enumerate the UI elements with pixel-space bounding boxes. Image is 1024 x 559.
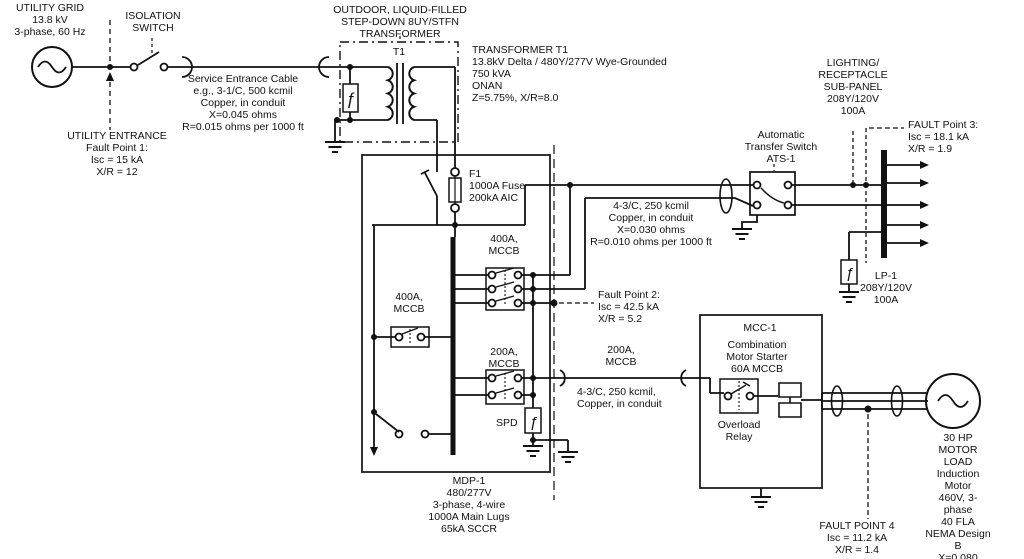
- motor-starter-breaker: [719, 378, 778, 414]
- motor-icon: [925, 373, 981, 429]
- t1-tag-label: T1: [392, 46, 406, 58]
- spd-icon: ƒ: [524, 407, 569, 452]
- mccb-400-top-label: 400A, MCCB: [488, 233, 520, 257]
- cable-marker: [181, 56, 193, 78]
- breaker-200a-2pole: [455, 369, 533, 405]
- fault-point-1-marker: [106, 20, 114, 130]
- fault-point-4-label: FAULT POINT 4 Isc = 11.2 kA X/R = 1.4: [819, 520, 895, 556]
- transformer-title-label: OUTDOOR, LIQUID-FILLED STEP-DOWN 8UY/STF…: [333, 4, 467, 40]
- motor-branch-wires: [821, 385, 928, 417]
- subpanel-label: LIGHTING/ RECEPTACLE SUB-PANEL 208Y/120V…: [818, 57, 888, 117]
- fault-point-3-label: FAULT Point 3: Isc = 18.1 kA X/R = 1.9: [908, 119, 979, 155]
- cable-marker: [890, 385, 904, 417]
- ground-icon: [751, 496, 771, 508]
- secondary-lead-switched: [414, 119, 438, 172]
- cable-marker: [719, 178, 733, 214]
- transformer-boundary-box: [339, 41, 459, 143]
- secondary-lead-fused: [414, 66, 456, 168]
- spd-label: SPD: [496, 417, 518, 429]
- breaker-400a-3pole: [455, 267, 585, 311]
- subpanel-feed-wires: [792, 184, 881, 206]
- mdp-label: MDP-1 480/277V 3-phase, 4-wire 1000A Mai…: [428, 475, 510, 535]
- cable-marker: [830, 385, 844, 417]
- overload-relay-icon: [778, 382, 822, 418]
- isolation-switch-label: ISOLATION SWITCH: [125, 10, 181, 34]
- mcc-feeder-cable-label: 4-3/C, 250 kcmil, Copper, in conduit: [577, 386, 662, 410]
- fault-point-2-marker: [550, 145, 594, 500]
- svg-text:ƒ: ƒ: [845, 265, 853, 282]
- primary-ground-wire: [334, 119, 388, 142]
- mccb-200-feeder-label: 200A, MCCB: [605, 344, 637, 368]
- motor-load-label: 30 HP MOTOR LOAD Induction Motor 460V, 3…: [925, 432, 991, 559]
- ground-icon: [325, 141, 345, 153]
- fault-point-3-marker: [852, 127, 904, 263]
- ground-icon: [839, 291, 859, 303]
- main-disconnect-switch: [420, 169, 438, 225]
- ats-label: Automatic Transfer Switch ATS-1: [744, 129, 818, 165]
- service-cable-label: Service Entrance Cable e.g., 3-1/C, 500 …: [182, 73, 304, 133]
- isolation-switch-symbol: [129, 38, 169, 72]
- overload-relay-label: Overload Relay: [717, 419, 761, 443]
- fuse-f1-symbol: [448, 167, 462, 237]
- left-feeder: [370, 225, 378, 456]
- ats-symbol: [741, 164, 796, 229]
- cable-marker: [559, 369, 566, 387]
- feeder-switch: [375, 413, 451, 439]
- transformer-t1-symbol: [384, 63, 418, 124]
- branch-load-arrows: [887, 161, 929, 247]
- mcc-title-label: MCC-1: [743, 322, 777, 334]
- lp1-arrester: ƒ: [840, 231, 881, 292]
- surge-arrester-icon: ƒ: [342, 64, 359, 123]
- utility-entrance-fault1-label: UTILITY ENTRANCE Fault Point 1: Isc = 15…: [67, 130, 167, 178]
- ground-icon: [523, 445, 578, 463]
- fuse-f1-label: F1 1000A Fuse 200kA AIC: [469, 168, 526, 204]
- fault-point-2-label: Fault Point 2: Isc = 42.5 kA X/R = 5.2: [598, 289, 660, 325]
- cable-marker: [680, 369, 687, 387]
- ground-icon: [732, 228, 752, 240]
- svg-text:ƒ: ƒ: [529, 414, 537, 431]
- ats-feeder-wires: [524, 178, 754, 289]
- breaker-400a-2pole: [374, 326, 451, 348]
- svg-text:ƒ: ƒ: [346, 89, 355, 108]
- cable-marker: [318, 56, 330, 78]
- mdp-panel-box: [361, 154, 551, 473]
- mcc-specs-label: Combination Motor Starter 60A MCCB: [726, 339, 788, 375]
- mccb-400-left-label: 400A, MCCB: [393, 291, 425, 315]
- utility-grid-label: UTILITY GRID 13.8 kV 3-phase, 60 Hz: [14, 2, 86, 38]
- mccb-200-inner-label: 200A, MCCB: [488, 346, 520, 370]
- ac-source-icon: [31, 46, 73, 88]
- ats-feeder-cable-label: 4-3/C, 250 kcmil Copper, in conduit X=0.…: [590, 200, 712, 248]
- lp1-label: LP-1 208Y/120V 100A: [860, 270, 912, 306]
- transformer-specs-label: TRANSFORMER T1 13.8kV Delta / 480Y/277V …: [472, 44, 667, 104]
